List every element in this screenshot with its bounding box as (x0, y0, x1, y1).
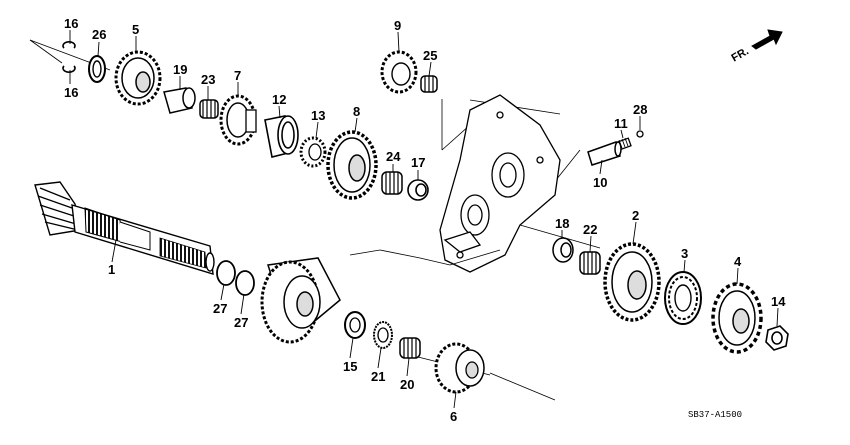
clutch-drum (260, 257, 341, 344)
callout-1: 1 (108, 262, 116, 277)
gear-2 (603, 242, 661, 322)
thrust-washer-15 (344, 311, 366, 339)
gear-6 (434, 342, 485, 394)
guide-line-case (349, 249, 501, 266)
locknut-14 (765, 325, 789, 351)
callout-26: 26 (92, 27, 107, 42)
gear-5 (114, 50, 162, 106)
synchro-hub-13 (299, 136, 327, 168)
callout-6: 6 (450, 409, 458, 424)
callout-2: 2 (632, 208, 640, 223)
callout-3: 3 (681, 246, 689, 261)
callout-23: 23 (201, 72, 216, 87)
gear-7 (219, 94, 257, 146)
thrust-washer-26 (88, 55, 106, 83)
callout-20: 20 (400, 377, 415, 392)
needle-bearing-25 (420, 75, 438, 93)
callout-7: 7 (234, 68, 242, 83)
callout-8: 8 (353, 104, 361, 119)
shaft-10 (587, 141, 622, 166)
callout-17: 17 (411, 155, 426, 170)
callout-15: 15 (343, 359, 358, 374)
collar-18 (552, 237, 574, 263)
callout-21: 21 (371, 369, 386, 384)
needle-bearing-22 (579, 251, 601, 275)
callout-16-top: 16 (64, 16, 79, 31)
collar-17 (407, 179, 429, 201)
callout-14: 14 (771, 294, 786, 309)
circlip-16 (62, 41, 76, 73)
callout-13: 13 (311, 108, 326, 123)
callout-12: 12 (272, 92, 287, 107)
callout-27-right: 27 (234, 315, 249, 330)
transmission-plate (439, 94, 561, 273)
leader-lines (69, 30, 779, 409)
ball-28 (636, 130, 644, 138)
gear-8 (326, 130, 378, 200)
callout-18: 18 (555, 216, 570, 231)
gear-9 (380, 50, 418, 94)
callout-10: 10 (593, 175, 608, 190)
needle-bearing-24 (381, 171, 403, 195)
collar-19 (163, 87, 196, 114)
thrust-bearing-21 (373, 321, 393, 349)
bearing-3 (664, 271, 702, 325)
callout-9: 9 (394, 18, 402, 33)
needle-bearing-23 (199, 99, 219, 119)
snap-ring-27 (216, 260, 255, 296)
callout-16-bottom: 16 (64, 85, 79, 100)
callout-4: 4 (734, 254, 742, 269)
synchro-sleeve-12 (264, 115, 299, 158)
callout-22: 22 (583, 222, 598, 237)
callout-19: 19 (173, 62, 188, 77)
callout-28: 28 (633, 102, 648, 117)
needle-bearing-20 (399, 337, 421, 359)
gear-4 (711, 282, 763, 354)
callout-24: 24 (386, 149, 401, 164)
front-arrow-icon (751, 29, 783, 50)
mainshaft-1 (34, 181, 215, 275)
callout-11: 11 (614, 116, 628, 131)
diagram-code: SB37-A1500 (688, 410, 743, 420)
callout-5: 5 (132, 22, 140, 37)
callout-27-left: 27 (213, 301, 228, 316)
callout-25: 25 (423, 48, 438, 63)
